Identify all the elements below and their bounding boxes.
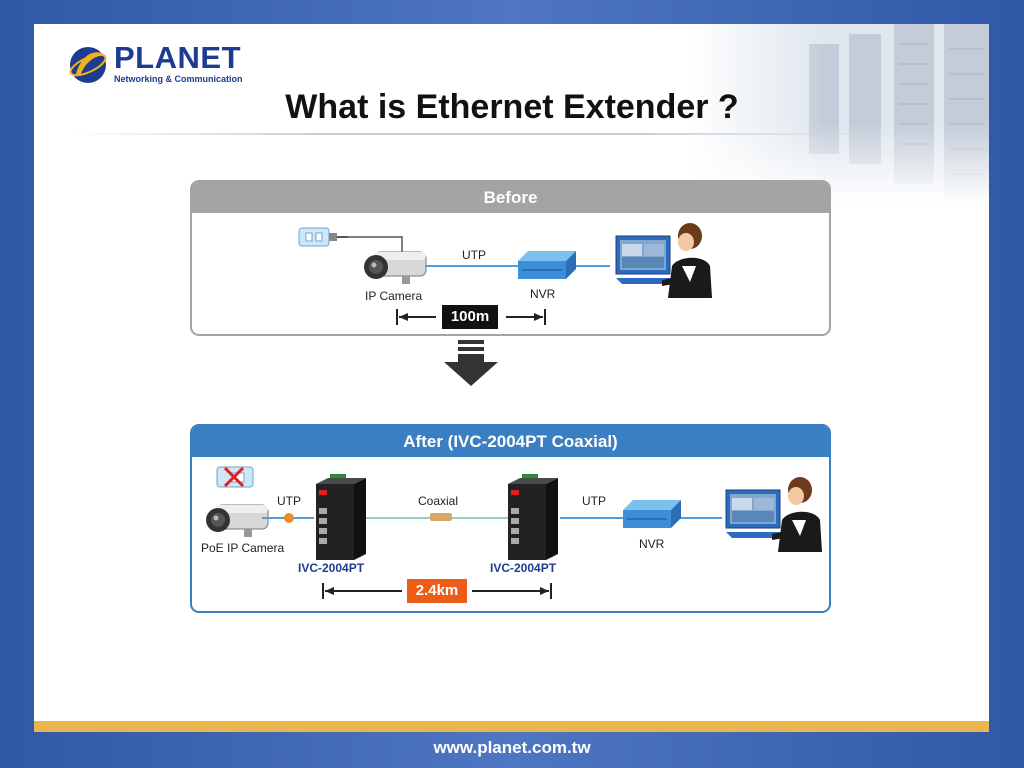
slide-background	[34, 24, 989, 721]
utp-connector-icon	[284, 513, 294, 523]
footer-url[interactable]: www.planet.com.tw	[433, 738, 591, 757]
logo-wordmark: PLANET	[114, 40, 241, 75]
server-room-image	[689, 24, 989, 204]
nvr-icon	[623, 500, 681, 528]
planet-logo-icon	[69, 47, 107, 83]
ip-camera-label: IP Camera	[365, 289, 423, 303]
media-converter-icon	[316, 474, 366, 560]
page-title: What is Ethernet Extender ?	[285, 88, 739, 126]
utp-label: UTP	[462, 248, 486, 262]
device-right-label: IVC-2004PT	[490, 561, 557, 575]
after-heading: After (IVC-2004PT Coaxial)	[192, 426, 829, 457]
title-divider	[70, 133, 890, 135]
nvr-label-after: NVR	[639, 537, 665, 551]
distance-arrow	[322, 583, 552, 599]
distance-badge-after: 2.4km	[407, 579, 467, 603]
distance-badge: 100m	[442, 305, 498, 329]
utp-label-right: UTP	[582, 494, 606, 508]
down-arrow-icon	[444, 340, 498, 386]
device-left-label: IVC-2004PT	[298, 561, 365, 575]
coaxial-label: Coaxial	[418, 494, 459, 508]
utp-cable-line	[425, 265, 610, 267]
ip-camera-icon	[206, 504, 269, 537]
distance-arrow	[396, 309, 546, 325]
operator-at-monitor-icon	[615, 223, 712, 298]
power-adapter-icon	[298, 227, 348, 247]
nvr-label: NVR	[530, 287, 556, 301]
accent-bar	[34, 721, 989, 732]
poe-camera-label: PoE IP Camera	[201, 541, 285, 555]
utp-label-left: UTP	[277, 494, 301, 508]
operator-at-monitor-icon	[725, 477, 822, 552]
no-power-icon	[216, 466, 254, 488]
coaxial-connector-icon	[430, 513, 452, 521]
nvr-icon	[518, 251, 576, 279]
logo-tagline: Networking & Communication	[114, 74, 243, 84]
before-heading: Before	[192, 182, 829, 213]
ip-camera-icon	[364, 251, 427, 284]
media-converter-icon	[508, 474, 558, 560]
before-panel: Before	[190, 180, 831, 336]
